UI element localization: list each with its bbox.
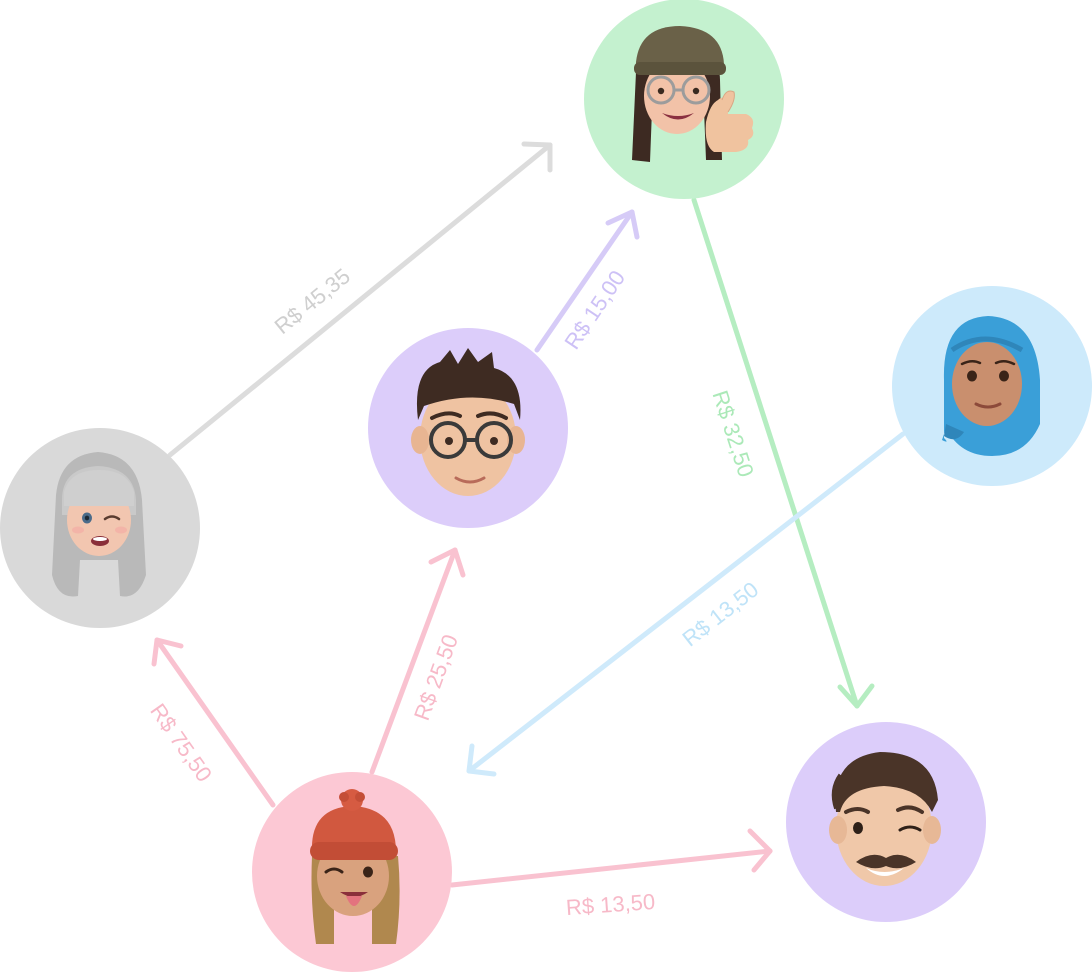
memoji-woman-gray-hair-wink-avatar bbox=[52, 452, 146, 597]
person-node[interactable] bbox=[0, 428, 200, 628]
edge-pink-to-purple bbox=[369, 547, 466, 775]
person-node[interactable] bbox=[892, 286, 1092, 486]
edge-green-to-man-mustache bbox=[691, 197, 875, 709]
memoji-man-round-glasses-avatar bbox=[411, 348, 525, 496]
amount-label: R$ 13,50 bbox=[565, 889, 656, 920]
memoji-woman-blue-hijab-avatar bbox=[942, 316, 1040, 456]
edge-blue-to-pink bbox=[466, 431, 906, 777]
edge-pink-to-man-mustache bbox=[449, 828, 773, 888]
amount-label: R$ 15,00 bbox=[559, 266, 630, 354]
transfer-edges bbox=[151, 141, 906, 888]
edge-purple-to-green bbox=[534, 209, 640, 353]
edge-gray-to-green bbox=[167, 141, 553, 458]
memoji-man-mustache-wink-avatar bbox=[829, 752, 941, 886]
amount-label: R$ 13,50 bbox=[678, 577, 764, 652]
person-node[interactable] bbox=[252, 772, 452, 972]
person-node[interactable] bbox=[584, 0, 784, 199]
edge-pink-to-gray bbox=[151, 637, 276, 808]
person-node[interactable] bbox=[368, 328, 568, 528]
amount-label: R$ 32,50 bbox=[707, 387, 758, 480]
amount-label: R$ 45,35 bbox=[270, 263, 355, 339]
memoji-woman-beanie-thumbs-up-avatar bbox=[632, 26, 754, 162]
memoji-woman-orange-beanie-tongue-avatar bbox=[310, 789, 400, 944]
person-node[interactable] bbox=[786, 722, 986, 922]
